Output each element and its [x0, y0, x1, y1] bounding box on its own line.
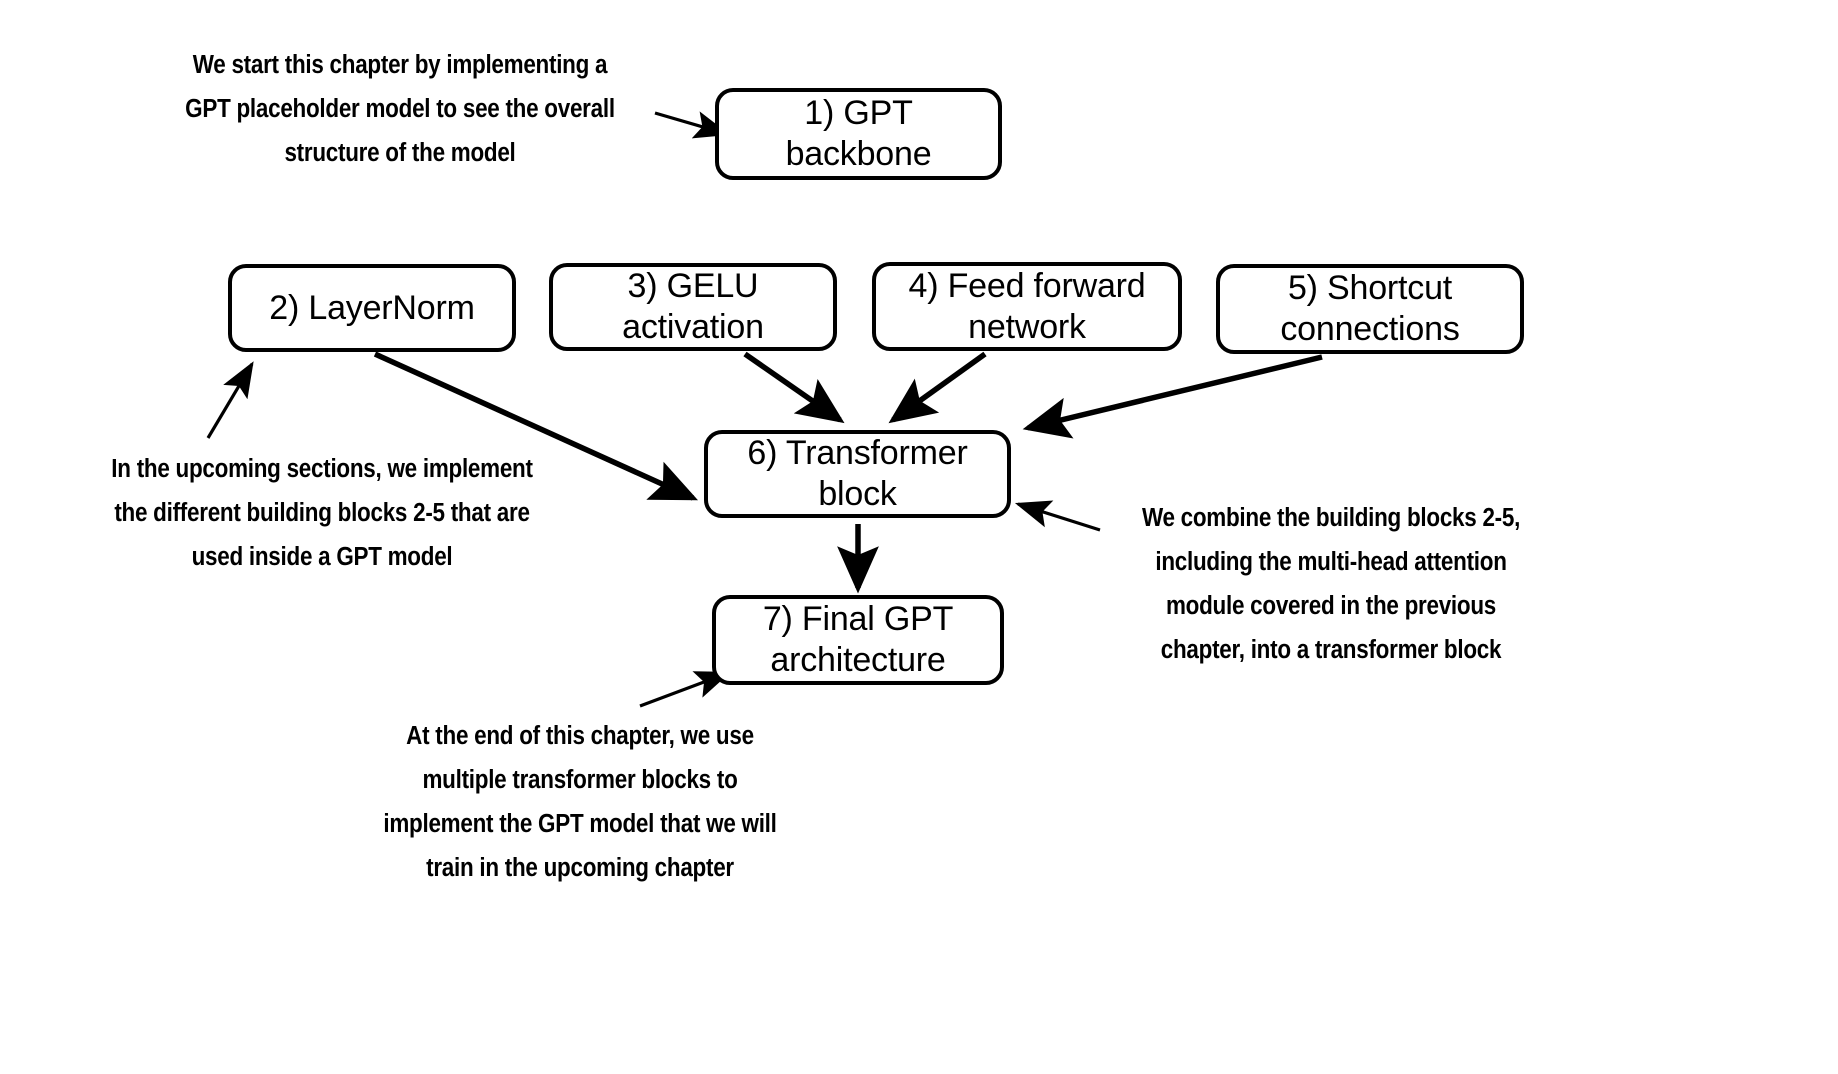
edge-feedforward-to-transformer	[888, 351, 987, 424]
annotation-intro-note: We start this chapter by implementing a …	[185, 51, 615, 167]
node-layernorm-label: 2) LayerNorm	[269, 288, 475, 327]
annotation-end-of-chapter-note: At the end of this chapter, we use multi…	[383, 722, 777, 882]
edge-gelu-to-transformer	[743, 351, 845, 424]
annotation-combine-blocks-note: We combine the building blocks 2-5, incl…	[1141, 504, 1521, 664]
edge-note-blocks-to-layernorm	[206, 361, 254, 439]
node-layernorm[interactable]: 2) LayerNorm	[228, 264, 516, 352]
annotation-building-blocks-note: In the upcoming sections, we implement t…	[111, 455, 533, 571]
edge-note-combine-to-transformer	[1014, 500, 1101, 532]
edge-shortcut-to-transformer	[1022, 354, 1323, 439]
